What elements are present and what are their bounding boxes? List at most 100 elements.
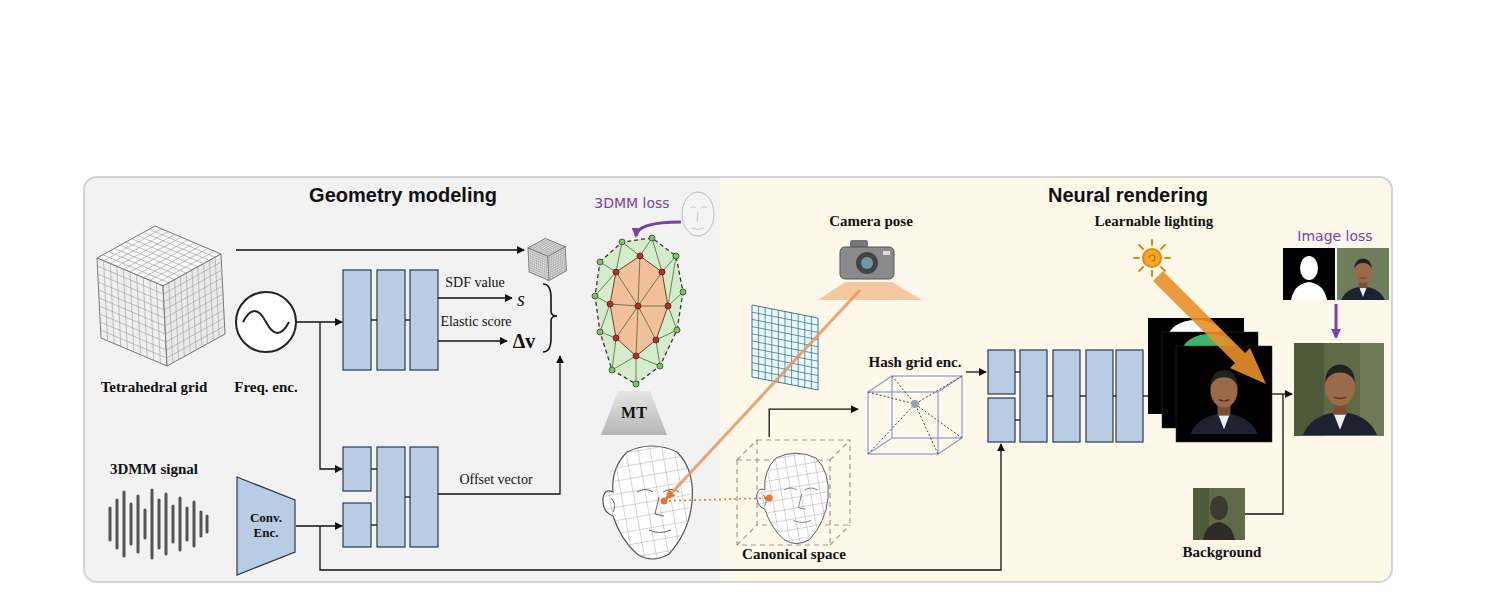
sun-icon	[1134, 257, 1139, 259]
encoder-trapezoid: Conv. Enc.	[236, 476, 296, 576]
deforming-mesh	[653, 337, 659, 343]
figure-caption: 3DMM signal	[108, 461, 200, 478]
signal-waveform	[200, 512, 203, 536]
shape-text: Conv. Enc.	[243, 511, 289, 541]
mlp-blocks	[377, 270, 405, 370]
camera-ray	[661, 498, 668, 505]
sun-icon	[1161, 267, 1165, 271]
data-flow-wires	[296, 525, 342, 526]
caption-text: Background	[1183, 544, 1262, 561]
data-flow-wires	[1015, 419, 1020, 420]
deforming-mesh	[635, 303, 641, 309]
panel-title: Neural rendering	[1048, 184, 1208, 207]
output-image	[1294, 343, 1384, 436]
loss-images	[1283, 248, 1335, 300]
output-image	[1303, 365, 1377, 435]
signal-waveform	[130, 504, 133, 544]
mlp-blocks	[343, 503, 371, 547]
data-flow-wires	[966, 371, 986, 372]
background-image	[1210, 496, 1228, 520]
loss-images	[1335, 304, 1338, 337]
loss-images	[1300, 256, 1318, 280]
deforming-mesh	[592, 293, 598, 299]
data-flow-wires	[371, 319, 377, 320]
label-holder: SDF value	[444, 275, 506, 291]
hash-grid-cube	[868, 376, 962, 454]
rendered-buffers	[1176, 346, 1272, 442]
signal-waveform	[137, 496, 140, 552]
mlp-blocks	[343, 270, 371, 370]
loss-images	[1283, 248, 1389, 337]
template-face	[636, 222, 681, 236]
deforming-mesh	[637, 253, 643, 259]
figure-caption: Background	[1181, 544, 1264, 561]
caption-text: Canonical space	[742, 546, 846, 563]
mlp-blocks	[377, 447, 405, 547]
sun-icon	[1151, 271, 1153, 276]
wire-label: Elastic score	[440, 314, 511, 330]
label-holder: s	[516, 288, 526, 311]
deforming-mesh	[609, 367, 615, 373]
tetrahedral-grid-figure	[97, 226, 225, 366]
deforming-mesh	[613, 269, 619, 275]
figure-caption: Camera pose	[827, 213, 915, 230]
sun-icon	[1134, 240, 1170, 276]
deforming-mesh	[665, 303, 671, 309]
signal-waveform	[158, 500, 161, 548]
camera-ray	[664, 498, 769, 501]
figure-caption: Tetrahedral grid	[99, 379, 210, 396]
small-grid-figure	[528, 238, 566, 280]
lighting-arrow	[1153, 271, 1266, 384]
connector-arrow	[769, 409, 858, 437]
data-flow-wires	[1113, 395, 1116, 396]
data-flow-wires	[296, 321, 342, 322]
output-image	[1294, 343, 1384, 436]
mlp-blocks	[410, 270, 438, 370]
deforming-mesh	[607, 301, 613, 307]
signal-waveform	[165, 494, 168, 554]
deforming-mesh	[674, 327, 680, 333]
caption-text: 3DMM signal	[110, 461, 198, 478]
caption-text: Freq. enc.	[234, 379, 297, 396]
data-flow-wires	[1047, 395, 1053, 396]
signal-waveform	[186, 508, 189, 540]
data-flow-wires	[438, 356, 560, 494]
canonical-head-mesh	[736, 438, 849, 557]
caption-text: Hash grid enc.	[869, 354, 962, 371]
math-symbol: s	[517, 288, 525, 311]
camera-icon	[818, 282, 922, 300]
figure-caption: Freq. enc.	[232, 379, 299, 396]
deforming-mesh	[659, 269, 665, 275]
signal-waveform	[151, 490, 154, 558]
mlp-blocks	[1020, 350, 1047, 442]
data-flow-wires	[543, 284, 557, 352]
deforming-mesh	[592, 235, 686, 387]
data-flow-wires	[1080, 395, 1086, 396]
caption-text: Learnable lighting	[1095, 213, 1214, 230]
frequency-encoding-symbol	[236, 292, 296, 352]
deforming-mesh	[595, 238, 683, 384]
label-holder: Δv	[512, 330, 537, 353]
deforming-mesh	[633, 381, 639, 387]
hash-grid-cube	[868, 376, 962, 454]
background-image	[1203, 522, 1235, 540]
panel-title: Geometry modeling	[309, 184, 497, 207]
signal-waveform	[179, 498, 182, 550]
signal-waveform	[172, 506, 175, 542]
loss-images	[1341, 258, 1385, 300]
tetrahedral-grid-figure	[97, 226, 225, 366]
mlp-blocks	[343, 447, 371, 491]
deforming-mesh	[607, 253, 671, 359]
deforming-mesh	[673, 253, 679, 259]
data-flow-wires	[371, 468, 377, 469]
canonical-head-mesh	[736, 438, 849, 557]
deforming-mesh	[613, 335, 619, 341]
data-flow-wires	[320, 322, 342, 469]
sun-icon	[1165, 257, 1170, 259]
mlp-blocks	[410, 447, 438, 547]
mt-trapezoid: MT	[600, 390, 668, 436]
camera-ray	[661, 290, 861, 505]
